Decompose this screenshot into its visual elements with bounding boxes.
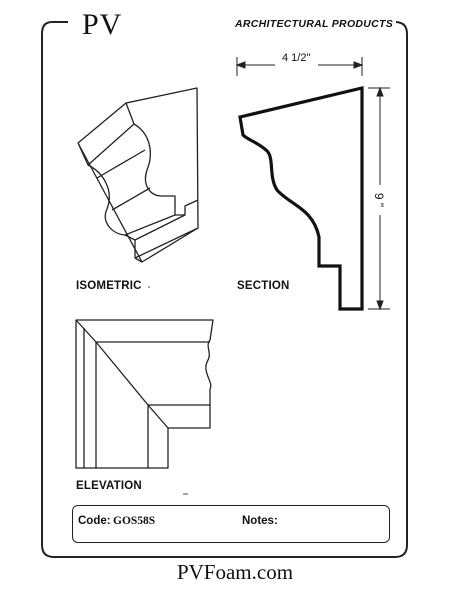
company-name: ARCHITECTURAL PRODUCTS: [232, 18, 397, 30]
website-link[interactable]: PVFoam.com: [176, 560, 294, 584]
elevation-drawing: [75, 319, 214, 469]
brand-logo: PV: [78, 8, 127, 42]
sheet-frame: [41, 21, 408, 558]
height-dimension: 9 ": [372, 192, 387, 208]
section-profile: [238, 85, 364, 311]
code-label: Code:: [78, 515, 111, 527]
dimension-lines: [235, 57, 390, 311]
info-box: [72, 505, 390, 543]
notes-label: Notes:: [242, 515, 278, 527]
width-dimension: 4 1/2": [282, 52, 311, 64]
tick-marks: [148, 286, 188, 495]
isometric-label: ISOMETRIC: [76, 280, 142, 292]
section-label: SECTION: [237, 280, 290, 292]
elevation-label: ELEVATION: [76, 480, 142, 492]
isometric-drawing: [77, 87, 199, 263]
code-value: GOS58S: [113, 515, 156, 527]
